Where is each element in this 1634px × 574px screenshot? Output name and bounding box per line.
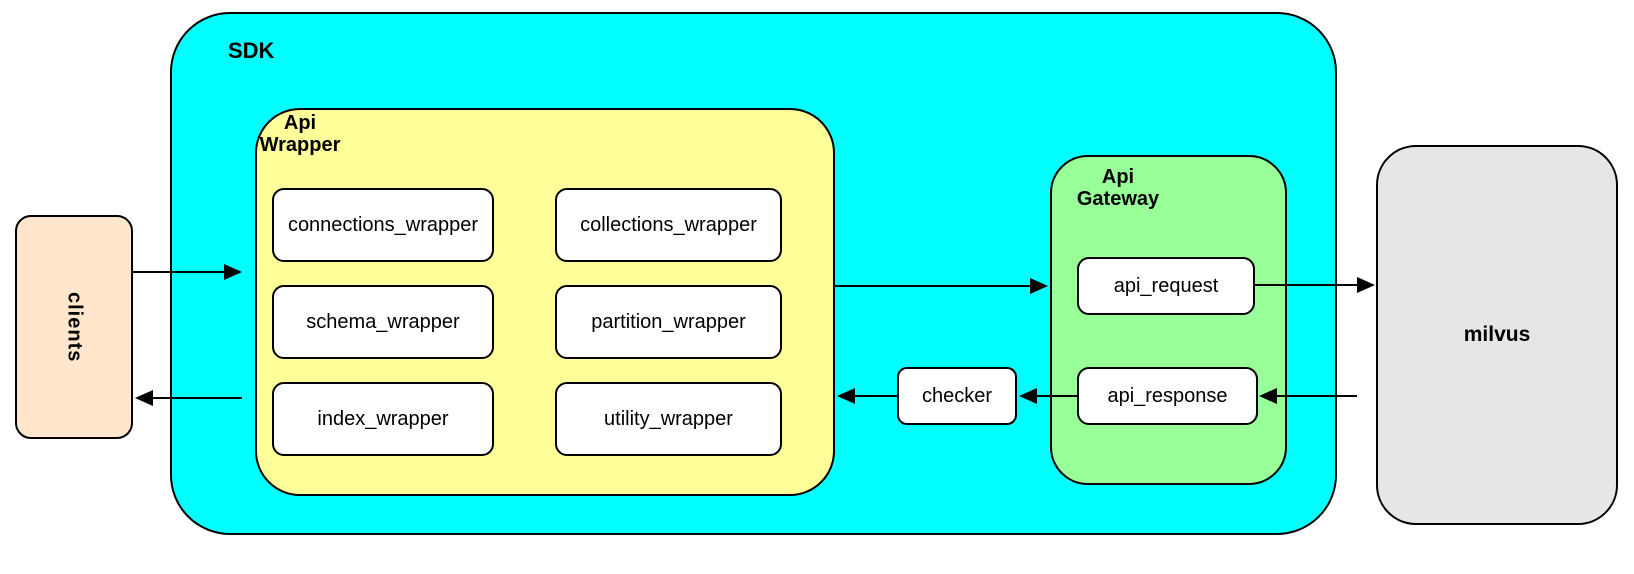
node-collections-wrapper: collections_wrapper [555,188,782,262]
schema-wrapper-label: schema_wrapper [306,310,460,333]
edge-line [855,395,897,397]
clients-label: clients [63,291,86,363]
node-clients: clients [15,215,133,439]
arrowhead-left-icon [1019,388,1037,404]
sdk-label: SDK [228,38,275,63]
node-milvus: milvus [1376,145,1618,525]
arrowhead-right-icon [224,264,242,280]
node-checker: checker [897,367,1017,425]
api-gateway-label-line2: Gateway [1076,188,1160,210]
checker-label: checker [921,384,993,407]
node-schema-wrapper: schema_wrapper [272,285,494,359]
edge-line [1037,395,1077,397]
node-api-request: api_request [1077,257,1255,315]
utility-wrapper-label: utility_wrapper [604,407,733,430]
node-index-wrapper: index_wrapper [272,382,494,456]
arrowhead-right-icon [1030,278,1048,294]
milvus-label: milvus [1463,323,1531,346]
api-response-label: api_response [1107,384,1228,407]
arrowhead-right-icon [1357,277,1375,293]
api-wrapper-label-line2: Wrapper [259,134,341,156]
connections-wrapper-label: connections_wrapper [287,213,479,236]
api-gateway-label-line1: Api [1101,166,1135,188]
node-partition-wrapper: partition_wrapper [555,285,782,359]
collections-wrapper-label: collections_wrapper [580,213,757,236]
node-connections-wrapper: connections_wrapper [272,188,494,262]
arrowhead-left-icon [135,390,153,406]
arrowhead-left-icon [837,388,855,404]
edge-line [835,285,1031,287]
api-wrapper-label-line1: Api [283,112,317,134]
node-utility-wrapper: utility_wrapper [555,382,782,456]
partition-wrapper-label: partition_wrapper [591,310,746,333]
node-api-gateway [1050,155,1287,485]
node-api-response: api_response [1077,367,1258,425]
api-request-label: api_request [1113,274,1219,297]
edge-line [1277,395,1357,397]
index-wrapper-label: index_wrapper [317,407,449,430]
arrowhead-left-icon [1259,388,1277,404]
edge-line [153,397,242,399]
edge-line [133,271,225,273]
edge-line [1255,284,1358,286]
